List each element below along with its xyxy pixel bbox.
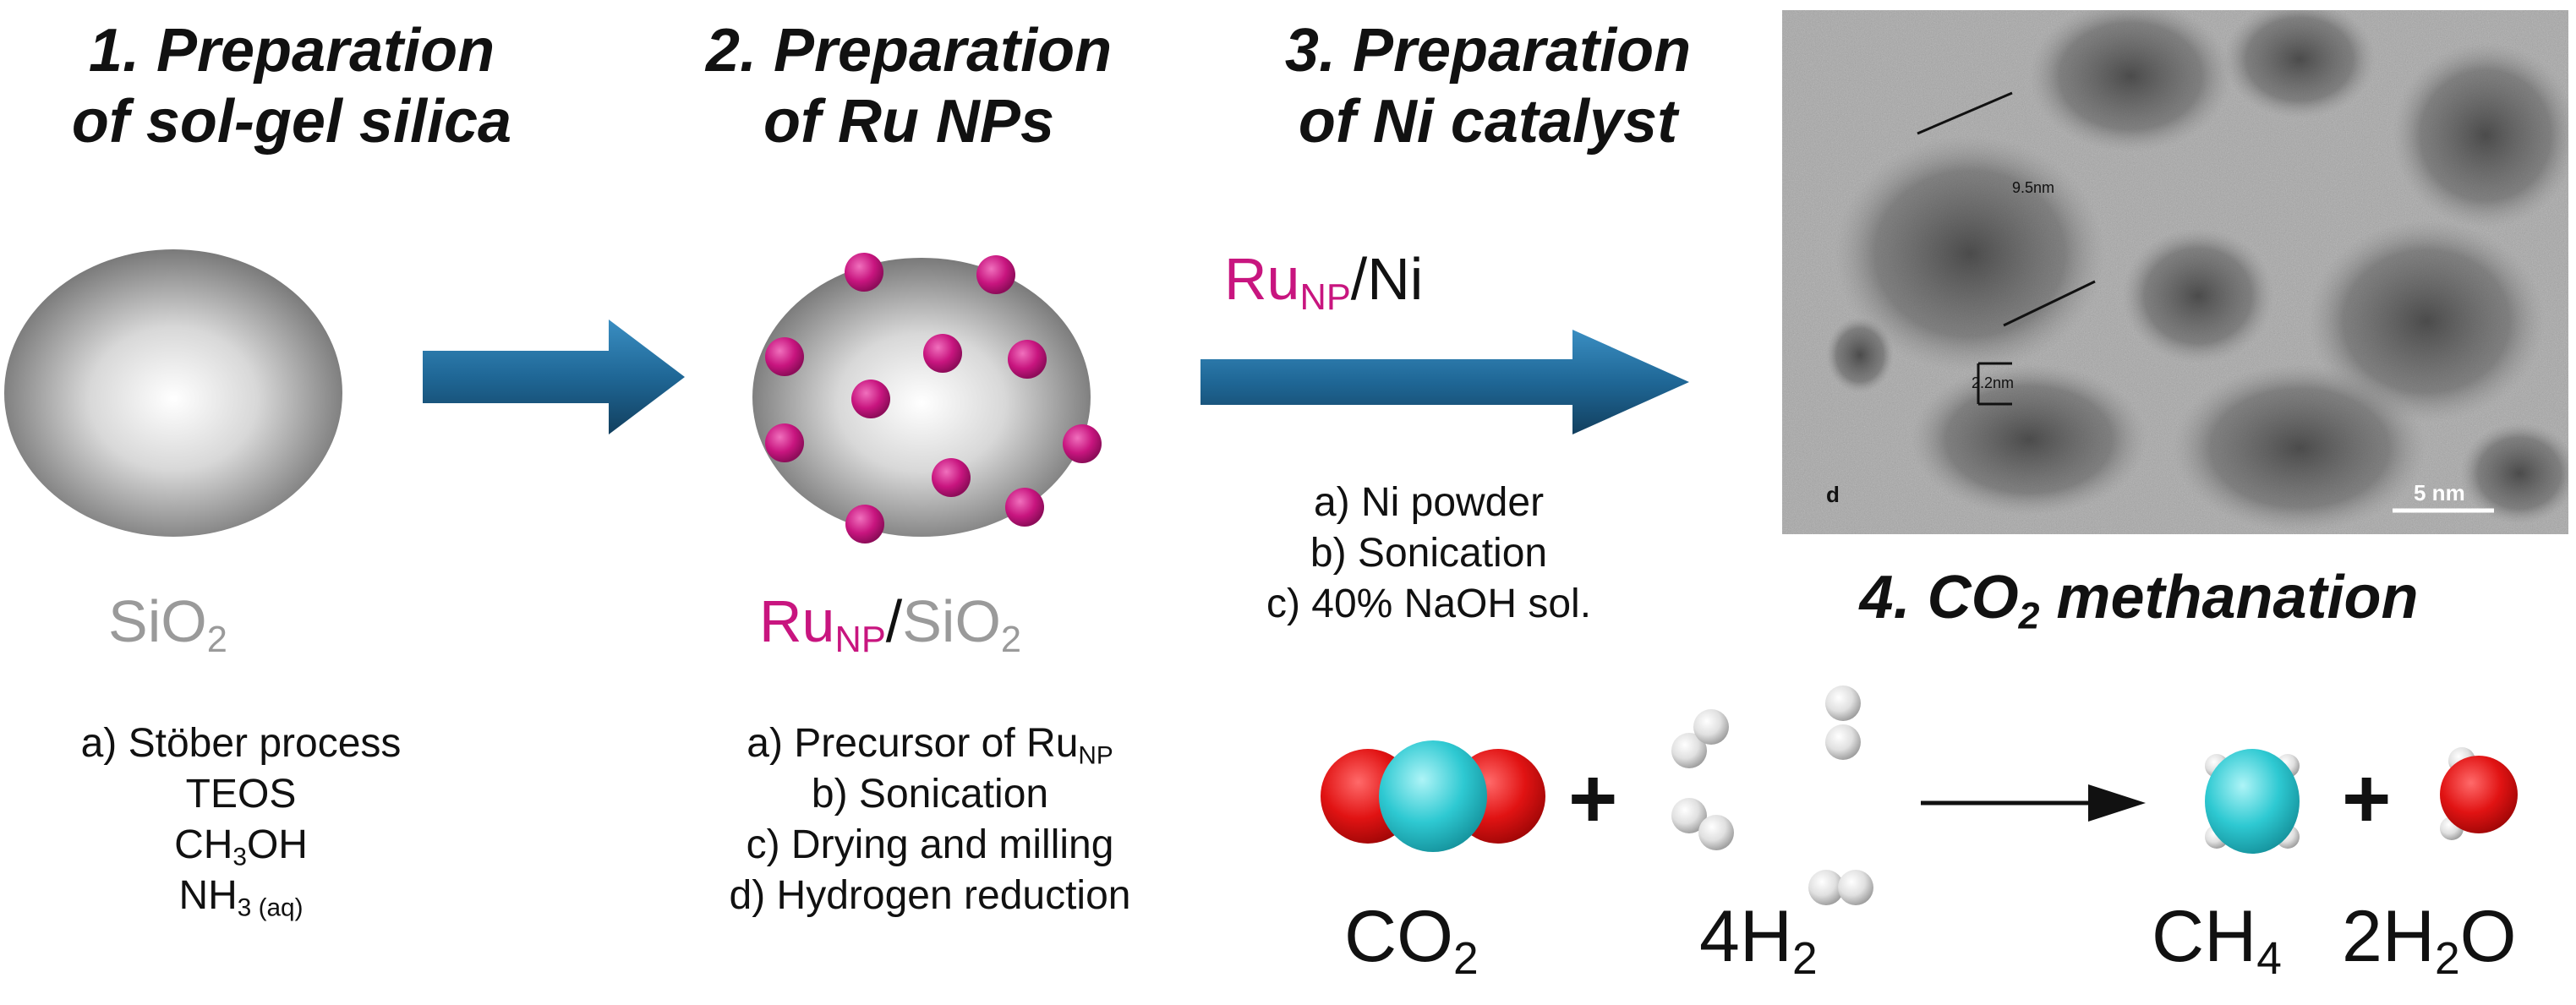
eq-2h2o: 2H2O	[2342, 896, 2517, 981]
sio2b-label-main: SiO	[902, 588, 1001, 654]
ch4-molecule	[2205, 749, 2300, 854]
step-2a-sub: NP	[1078, 741, 1113, 770]
arrow-2	[1200, 330, 1689, 434]
h2-molecule	[1825, 685, 1861, 760]
eq-co2-sub: 2	[1453, 933, 1479, 984]
sio2b-label-sub: 2	[1000, 620, 1022, 661]
ru-ni-slash: /	[1350, 246, 1368, 312]
step-1c-sub: 3	[232, 843, 247, 871]
ru-nanoparticle	[765, 337, 804, 376]
ru-sio2-slash: /	[885, 588, 903, 654]
step-2b: b) Sonication	[811, 772, 1049, 817]
h2o-molecule	[2440, 747, 2518, 840]
step-2d: d) Hydrogen reduction	[729, 873, 1131, 918]
eq-ch4: CH4	[2152, 896, 2282, 981]
section-4-title: 4. CO2 methanation	[1742, 562, 2536, 637]
h2-molecule	[1671, 798, 1734, 850]
section-3-title-line1: 3. Preparation	[1284, 17, 1692, 85]
ru-nanoparticle	[923, 334, 962, 373]
step-2c: c) Drying and milling	[746, 822, 1114, 867]
ru-nanoparticles	[765, 253, 1102, 543]
eq-co2-main: CO	[1344, 896, 1453, 977]
section-2-title-line1: 2. Preparation	[705, 17, 1113, 85]
ru-nanoparticle	[845, 253, 883, 292]
step-1a: a) Stöber process	[80, 721, 402, 766]
plus-sign-2: +	[2342, 751, 2392, 846]
arrow-1	[423, 320, 685, 434]
section-1-title: 1. Preparation of sol-gel silica	[0, 15, 583, 157]
tem-micrograph	[1782, 10, 2568, 534]
ru-sio2-label: RuNP/SiO2	[759, 587, 1021, 658]
eq-2h2o-sub: 2	[2434, 933, 2460, 984]
step-1c-post: OH	[246, 822, 308, 867]
step-1c: CH3OH	[0, 820, 482, 871]
tem-scale-label: 5 nm	[2414, 480, 2465, 505]
eq-4h2-pre: 4H	[1699, 896, 1792, 977]
measure-line-bottom	[2003, 280, 2096, 327]
eq-2h2o-pre: 2H	[2342, 896, 2435, 977]
ru-nanoparticle	[851, 380, 890, 418]
step-1b: TEOS	[185, 772, 297, 817]
step-3a: a) Ni powder	[1313, 480, 1545, 525]
sio2-label: SiO2	[108, 587, 227, 658]
ru-nanoparticle	[932, 458, 971, 497]
step-1c-pre: CH	[174, 822, 233, 867]
ru-nanoparticle	[765, 423, 804, 462]
step-3b: b) Sonication	[1310, 531, 1548, 576]
ru-nanoparticle	[1063, 424, 1102, 463]
reaction-arrow-head	[2088, 784, 2146, 822]
section-3-title: 3. Preparation of Ni catalyst	[1200, 15, 1775, 157]
eq-4h2: 4H2	[1699, 896, 1818, 981]
ru-nanoparticle	[976, 255, 1015, 294]
section-2-title: 2. Preparation of Ru NPs	[621, 15, 1196, 157]
tem-measure-2: 2.2nm	[1972, 374, 2015, 391]
section-1-title-line2: of sol-gel silica	[71, 88, 512, 156]
section-1-title-line1: 1. Preparation	[88, 17, 495, 85]
steps-section-3: a) Ni powder b) Sonication c) 40% NaOH s…	[1167, 478, 1691, 630]
ru-nanoparticle	[845, 505, 884, 543]
ru-ni-label-main: Ru	[1224, 246, 1300, 312]
eq-4h2-sub: 2	[1791, 933, 1818, 984]
ni-label: Ni	[1367, 246, 1424, 312]
ru-ni-label: RuNP/Ni	[1224, 245, 1424, 316]
ru-label-sub: NP	[834, 620, 886, 661]
plus-sign-1: +	[1568, 751, 1618, 846]
silica-sphere	[4, 249, 342, 537]
section-4-title-prefix: 4. CO	[1859, 564, 2019, 631]
steps-section-2: a) Precursor of RuNP b) Sonication c) Dr…	[638, 718, 1222, 921]
section-3-title-line2: of Ni catalyst	[1298, 88, 1678, 156]
ru-nanoparticle	[1005, 488, 1044, 527]
ru-nanoparticle	[1008, 340, 1047, 379]
steps-section-1: a) Stöber process TEOS CH3OH NH3 (aq)	[0, 718, 482, 921]
sio2-label-main: SiO	[108, 588, 207, 654]
step-1d-sub: 3 (aq)	[237, 893, 304, 922]
eq-ch4-sub: 4	[2256, 933, 2282, 984]
step-3c: c) 40% NaOH sol.	[1266, 582, 1592, 626]
h2-molecule	[1671, 709, 1729, 768]
eq-2h2o-post: O	[2459, 896, 2517, 977]
section-4-title-suffix: methanation	[2039, 564, 2419, 631]
step-1d-pre: NH	[178, 873, 238, 918]
tem-measure-1: 9.5nm	[2012, 179, 2055, 196]
ru-silica-sphere	[752, 258, 1091, 537]
ru-ni-label-sub: NP	[1299, 277, 1351, 319]
section-4-title-sub: 2	[2018, 595, 2040, 637]
step-2a: a) Precursor of RuNP	[638, 718, 1222, 769]
co2-molecule	[1321, 740, 1545, 852]
step-1d: NH3 (aq)	[0, 871, 482, 921]
ru-label-main: Ru	[759, 588, 835, 654]
h2-molecule	[1808, 870, 1873, 905]
h2-molecules	[1671, 685, 1873, 905]
tem-panel-label: d	[1826, 482, 1840, 507]
eq-co2: CO2	[1344, 896, 1479, 981]
sio2-label-sub: 2	[206, 620, 227, 661]
step-2a-pre: a) Precursor of Ru	[747, 721, 1079, 766]
eq-ch4-main: CH	[2152, 896, 2257, 977]
measure-line-top	[1917, 91, 2013, 135]
section-2-title-line2: of Ru NPs	[763, 88, 1054, 156]
